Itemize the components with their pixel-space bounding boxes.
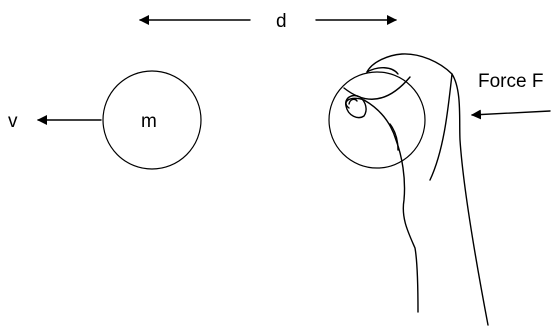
ball-seam bbox=[343, 76, 411, 100]
held-ball bbox=[328, 71, 426, 169]
distance-label: d bbox=[276, 11, 287, 32]
force-arrow bbox=[471, 109, 551, 120]
force-label: Force F bbox=[478, 71, 543, 92]
velocity-label: v bbox=[8, 111, 18, 132]
mass-ball bbox=[102, 70, 202, 170]
mass-label: m bbox=[141, 111, 157, 132]
hand-icon bbox=[345, 53, 489, 326]
